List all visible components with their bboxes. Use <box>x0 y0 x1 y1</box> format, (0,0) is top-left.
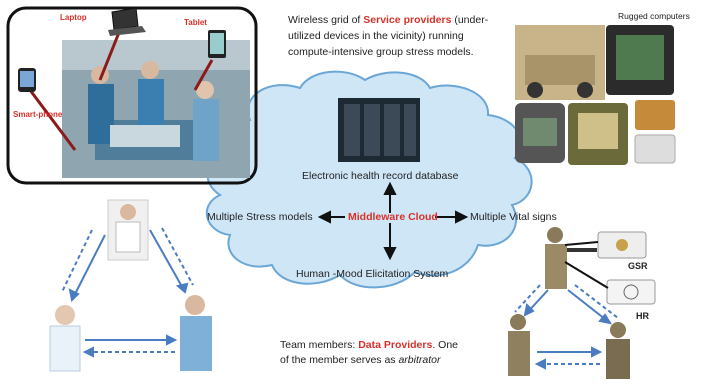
arbitrator-word: arbitrator <box>398 354 441 366</box>
sensor-connectors <box>564 241 609 289</box>
healthcare-arrows <box>61 227 194 358</box>
gsr-label: GSR <box>628 261 648 271</box>
arbitrator-prefix: of the member serves as <box>280 354 399 366</box>
ehr-label: Electronic health record database <box>302 170 459 182</box>
laptop-label: Laptop <box>60 13 87 22</box>
surgery-photo-frame <box>6 6 258 185</box>
service-providers-caption: Wireless grid of Service providers (unde… <box>288 12 488 60</box>
mood-elicitation-label: Human -Mood Elicitation System <box>296 268 449 280</box>
rugged-computers-collage <box>515 25 676 165</box>
caption-line2: utilized devices in the vicinity) runnin… <box>288 30 464 42</box>
middleware-cloud-label: Middleware Cloud <box>348 211 438 223</box>
caption-suffix: (under- <box>451 14 489 26</box>
stress-models-label: Multiple Stress models <box>207 211 313 223</box>
smartphone-label: Smart-phone <box>13 110 63 119</box>
caption-line3: compute-intensive group stress models. <box>288 46 474 58</box>
team-suffix: . One <box>432 339 458 351</box>
soldier-team-people <box>508 227 630 379</box>
tablet-icon <box>208 30 226 58</box>
laptop-icon <box>108 7 146 36</box>
data-providers-highlight: Data Providers <box>358 339 433 351</box>
rugged-computers-title: Rugged computers <box>618 11 690 21</box>
team-prefix: Team members: <box>280 339 359 351</box>
tablet-label: Tablet <box>184 18 207 27</box>
soldier-arrows <box>514 284 619 370</box>
hr-label: HR <box>636 311 649 321</box>
middleware-cloud-shape <box>205 70 533 289</box>
caption-prefix: Wireless grid of <box>288 14 364 26</box>
gsr-sensor-image <box>597 231 647 259</box>
vital-signs-label: Multiple Vital signs <box>470 211 557 223</box>
cloud-arrows <box>317 181 469 261</box>
service-providers-highlight: Service providers <box>363 14 452 26</box>
surgery-photo <box>62 40 250 178</box>
hr-sensor-image <box>606 279 656 305</box>
smartphone-icon <box>18 68 36 92</box>
device-connectors <box>28 29 214 151</box>
healthcare-team-people <box>49 199 212 372</box>
ehr-server-image <box>338 98 420 162</box>
data-providers-caption: Team members: Data Providers. One of the… <box>280 338 458 368</box>
